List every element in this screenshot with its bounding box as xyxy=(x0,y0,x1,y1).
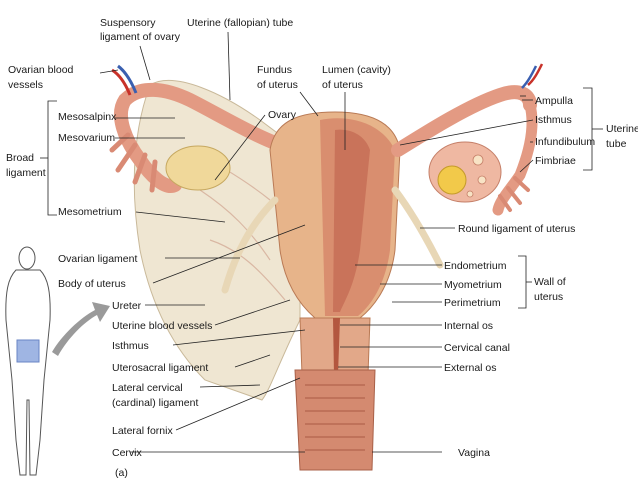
label-lumen-line1: Lumen (cavity) xyxy=(322,64,391,76)
label-uterine-tube-group-line2: tube xyxy=(606,138,627,150)
broad-ligament-sheet xyxy=(133,80,301,401)
right-ovarian-red-vessel xyxy=(527,63,544,86)
label-ovarian-ligament: Ovarian ligament xyxy=(58,253,137,265)
label-fundus-line2: of uterus xyxy=(257,79,298,91)
uterus-lumen xyxy=(333,129,370,312)
label-mesovarium: Mesovarium xyxy=(58,132,115,144)
label-panel-letter: (a) xyxy=(115,467,128,479)
inset-pelvis-highlight xyxy=(16,339,40,363)
label-perimetrium: Perimetrium xyxy=(444,297,501,309)
label-ovary: Ovary xyxy=(268,109,297,121)
vagina-rugae xyxy=(305,384,365,451)
left-ovarian-red-vessel xyxy=(111,68,132,96)
label-endometrium: Endometrium xyxy=(444,260,507,272)
label-isthmus-tube: Isthmus xyxy=(535,114,572,126)
label-body-of-uterus: Body of uterus xyxy=(58,278,126,290)
label-isthmus-uterus: Isthmus xyxy=(112,340,149,352)
label-lateral-cervical-line2: (cardinal) ligament xyxy=(112,397,198,409)
cervical-canal xyxy=(333,318,340,375)
label-myometrium: Myometrium xyxy=(444,279,502,291)
label-lumen-line2: of uterus xyxy=(322,79,363,91)
anatomy-illustration xyxy=(109,63,544,471)
labels: Suspensory ligament of ovary Uterine (fa… xyxy=(6,17,638,479)
label-uterine-blood-vessels: Uterine blood vessels xyxy=(112,320,212,332)
right-ovarian-blue-vessel xyxy=(521,65,538,89)
label-vagina: Vagina xyxy=(458,447,490,459)
right-round-ligament xyxy=(391,186,444,269)
label-mesometrium: Mesometrium xyxy=(58,206,122,218)
right-ovary xyxy=(428,141,502,203)
label-uterine-tube-group-line1: Uterine xyxy=(606,123,638,135)
inset-arrow xyxy=(52,302,110,356)
label-uterine-fallopian-tube: Uterine (fallopian) tube xyxy=(187,17,293,29)
left-round-ligament xyxy=(221,196,279,294)
label-mesosalpinx: Mesosalpinx xyxy=(58,111,117,123)
right-ovary-follicle xyxy=(437,165,467,195)
label-ovarian-blood-vessels-line2: vessels xyxy=(8,79,43,91)
label-cervix: Cervix xyxy=(112,447,143,459)
right-ovary-small-follicle-3 xyxy=(466,190,474,198)
inset-head xyxy=(18,246,36,270)
inset-torso xyxy=(5,269,51,476)
label-internal-os: Internal os xyxy=(444,320,493,332)
left-fimbriae xyxy=(109,132,158,193)
right-uterine-tube xyxy=(391,85,537,157)
right-ovary-small-follicle-1 xyxy=(472,154,484,166)
right-ovary-small-follicle-2 xyxy=(477,175,487,185)
label-fundus-line1: Fundus xyxy=(257,64,292,76)
label-broad-ligament-line1: Broad xyxy=(6,152,34,164)
label-lateral-fornix: Lateral fornix xyxy=(112,425,173,437)
label-lateral-cervical-line1: Lateral cervical xyxy=(112,382,183,394)
label-fimbriae: Fimbriae xyxy=(535,155,576,167)
label-cervical-canal: Cervical canal xyxy=(444,342,510,354)
left-ovary xyxy=(165,145,231,191)
inset-body-figure xyxy=(5,246,110,476)
label-round-ligament: Round ligament of uterus xyxy=(458,223,575,235)
right-fimbriae xyxy=(498,176,530,212)
label-ovarian-blood-vessels-line1: Ovarian blood xyxy=(8,64,74,76)
vagina xyxy=(294,369,376,471)
label-wall-of-uterus-line1: Wall of xyxy=(534,276,566,288)
label-suspensory-ligament-line2: ligament of ovary xyxy=(100,31,181,43)
label-external-os: External os xyxy=(444,362,497,374)
label-wall-of-uterus-line2: uterus xyxy=(534,291,563,303)
label-ampulla: Ampulla xyxy=(535,95,573,107)
label-infundibulum: Infundibulum xyxy=(535,136,595,148)
label-broad-ligament-line2: ligament xyxy=(6,167,46,179)
left-uterine-tube xyxy=(114,82,302,193)
label-ureter: Ureter xyxy=(112,300,142,312)
leader-lines xyxy=(40,31,603,453)
label-uterosacral-ligament: Uterosacral ligament xyxy=(112,362,208,374)
left-ovarian-blue-vessel xyxy=(117,64,138,94)
label-suspensory-ligament-line1: Suspensory xyxy=(100,17,156,29)
